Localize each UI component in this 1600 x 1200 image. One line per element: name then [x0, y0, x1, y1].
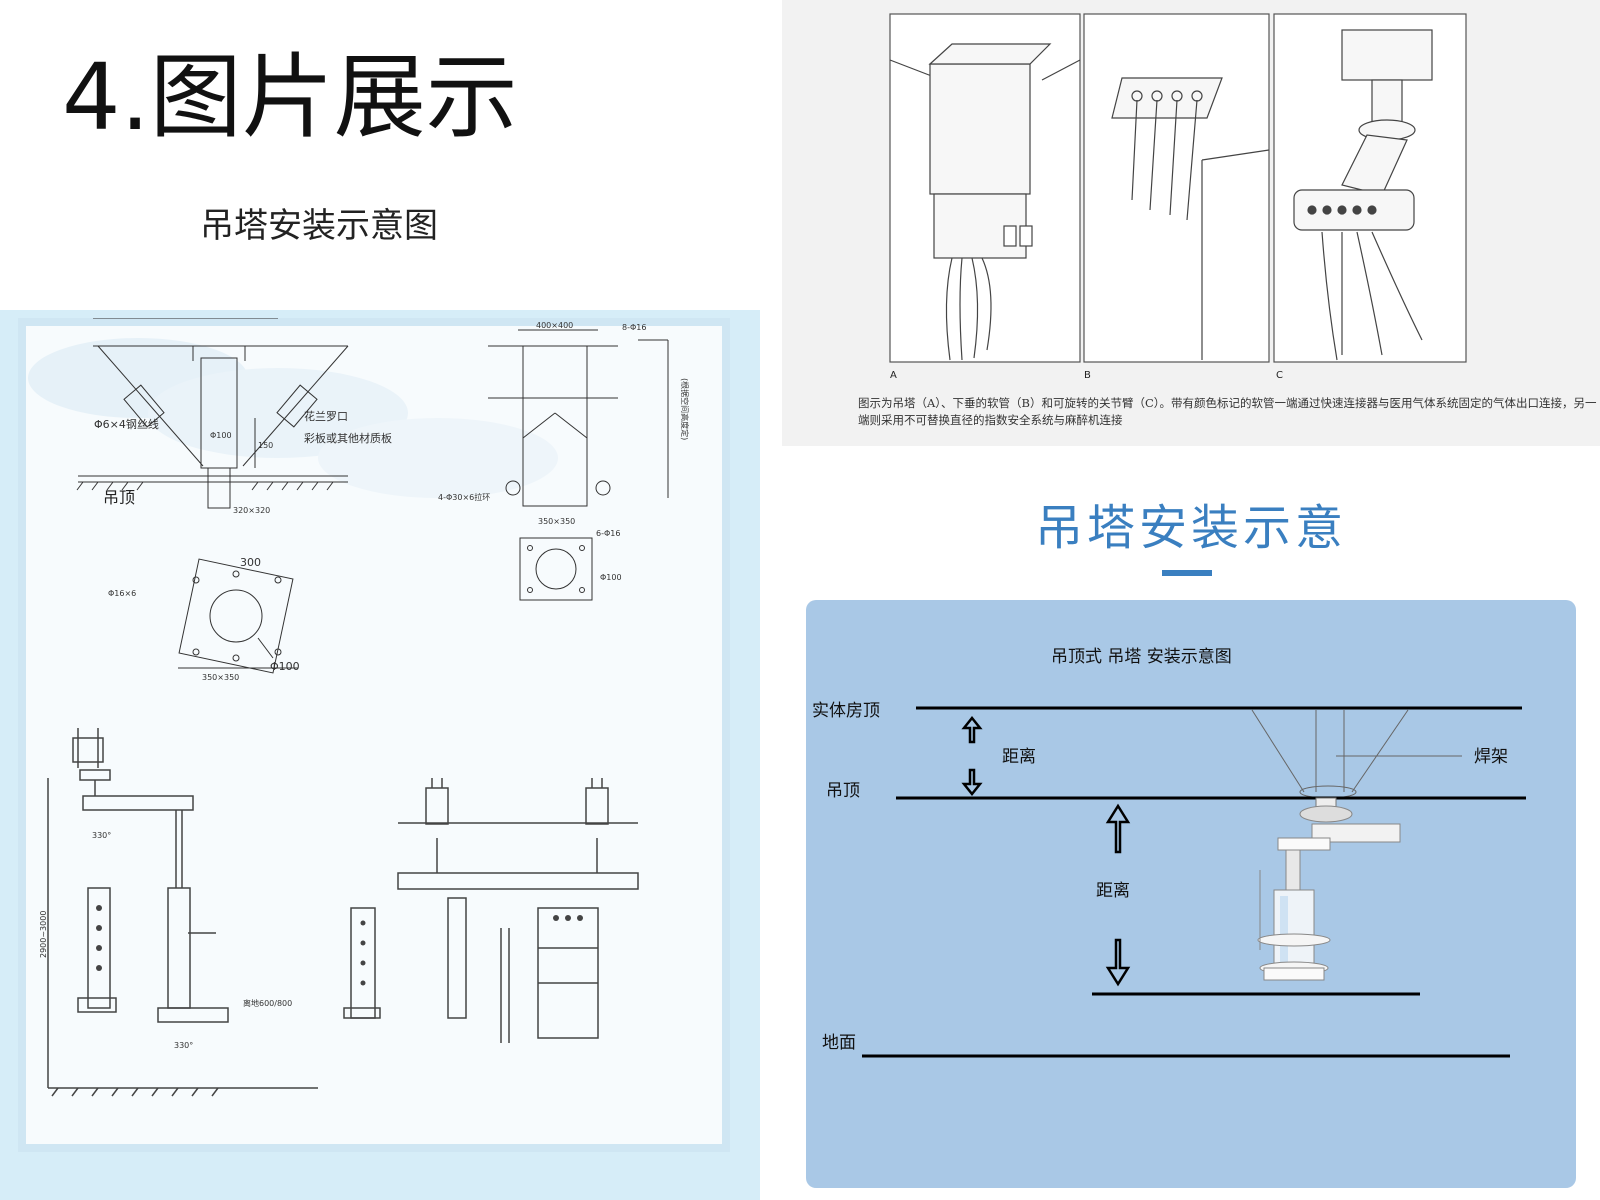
technical-drawing: Φ6×4钢丝线 花兰罗口 彩板或其他材质板 吊顶 320×320 Φ100 15…: [28, 317, 690, 1097]
double-pendant-drawing: [343, 778, 639, 1043]
label-panel: 彩板或其他材质板: [304, 431, 392, 445]
panel-label-b: B: [1084, 370, 1091, 381]
illustration-c: [1293, 29, 1433, 361]
label-bolts-16: Φ16×6: [108, 589, 136, 598]
panel-label-c: C: [1276, 370, 1283, 381]
label-dim-150: 150: [258, 441, 273, 450]
pendant-outlets: [96, 905, 102, 971]
label-bolt-count-b: 6-Φ16: [596, 529, 620, 538]
illustration-b: [1111, 77, 1270, 360]
pendant-side-drawing: [47, 728, 318, 1097]
label-ring: 4-Φ30×6拉环: [438, 492, 490, 502]
label-dia-100b: Φ100: [270, 660, 300, 673]
distance-label-1: 距离: [1002, 747, 1036, 767]
base-plate-drawing: [178, 558, 298, 674]
floor-label: 地面: [822, 1033, 856, 1053]
label-top-size: 400×400: [536, 321, 573, 330]
slide-title: 4.图片展示: [62, 44, 518, 151]
ceiling-pendant: [1257, 797, 1401, 981]
label-ceiling: 吊顶: [103, 488, 135, 507]
label-dim-300: 300: [240, 556, 261, 569]
welded-bracket: [1251, 709, 1462, 799]
illustration-a: [889, 43, 1081, 361]
label-rot-330a: 330°: [92, 831, 111, 840]
column-elevation-drawing: [488, 329, 669, 601]
label-height-range: 2900~3000: [39, 911, 48, 958]
left-drawing-sheet: Φ6×4钢丝线 花兰罗口 彩板或其他材质板 吊顶 320×320 Φ100 15…: [18, 317, 730, 1152]
label-plate-size: 320×320: [233, 506, 270, 515]
slide-subtitle: 吊塔安装示意图: [200, 206, 438, 246]
label-turnbuckle: 花兰罗口: [304, 410, 348, 423]
pendant-illustration-panel: A B C: [782, 0, 1600, 446]
heading-underline: [1162, 570, 1212, 576]
distance-arrows-1: [961, 715, 983, 797]
schematic-box: 吊顶式 吊塔 安装示意图 实体房顶 距离 焊架 吊顶 距离: [806, 600, 1576, 1188]
distance-arrows-2: [1105, 803, 1131, 987]
label-height-note: (根据空间高度定): [680, 378, 690, 440]
diagram-title: 吊顶式 吊塔 安装示意图: [1051, 647, 1232, 667]
label-steel-wire: Φ6×4钢丝线: [94, 417, 159, 431]
label-bolt-count: 8-Φ16: [622, 323, 646, 332]
distance-label-2: 距离: [1096, 881, 1130, 901]
schematic-heading: 吊塔安装示意: [1034, 500, 1347, 556]
pendant-illustrations: A B C: [889, 13, 1467, 381]
roof-label: 实体房顶: [812, 701, 880, 721]
panel-label-a: A: [890, 370, 897, 381]
label-rot-330b: 330°: [174, 1041, 193, 1050]
label-dia-100c: Φ100: [600, 573, 622, 582]
double-pendant-outlets: [360, 915, 583, 986]
ceiling-mount-drawing: [76, 317, 349, 509]
installation-schematic: 吊顶式 吊塔 安装示意图 实体房顶 距离 焊架 吊顶 距离: [812, 647, 1526, 1058]
label-base-350b: 350×350: [538, 517, 575, 526]
bracket-label: 焊架: [1474, 747, 1508, 767]
illustration-caption: 图示为吊塔（A）、下垂的软管（B）和可旋转的关节臂（C）。带有颜色标记的软管一端…: [858, 396, 1597, 427]
label-dia-100: Φ100: [210, 431, 232, 440]
ceiling-label: 吊顶: [826, 781, 860, 801]
label-floor-height: 离地600/800: [243, 998, 292, 1008]
label-base-350: 350×350: [202, 673, 239, 682]
